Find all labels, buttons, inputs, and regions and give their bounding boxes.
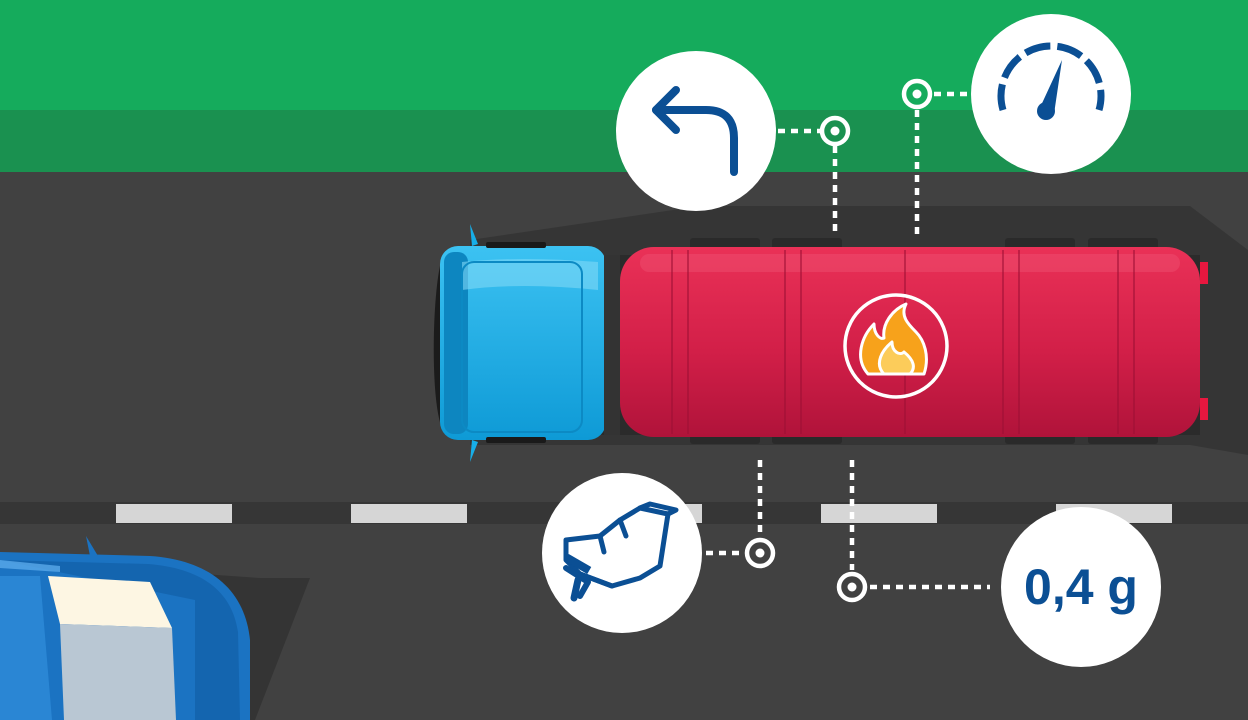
brake-pedal-foot-icon (563, 501, 679, 602)
lateral-acceleration-callout: 0,4 g (1001, 507, 1161, 667)
blue-car (0, 536, 250, 720)
fuel-tanker-truck (433, 224, 1208, 462)
brake-callout (542, 473, 702, 633)
connector-nodes (744, 78, 933, 603)
speedometer-icon (997, 42, 1105, 120)
turn-left-arrow-icon (652, 86, 738, 176)
flammable-fire-icon (843, 293, 949, 399)
turn-callout (616, 51, 776, 211)
truck-cab (433, 224, 620, 462)
connector-lines (706, 91, 990, 590)
speed-callout (971, 14, 1131, 174)
lateral-acceleration-value: 0,4 g (1024, 559, 1138, 615)
